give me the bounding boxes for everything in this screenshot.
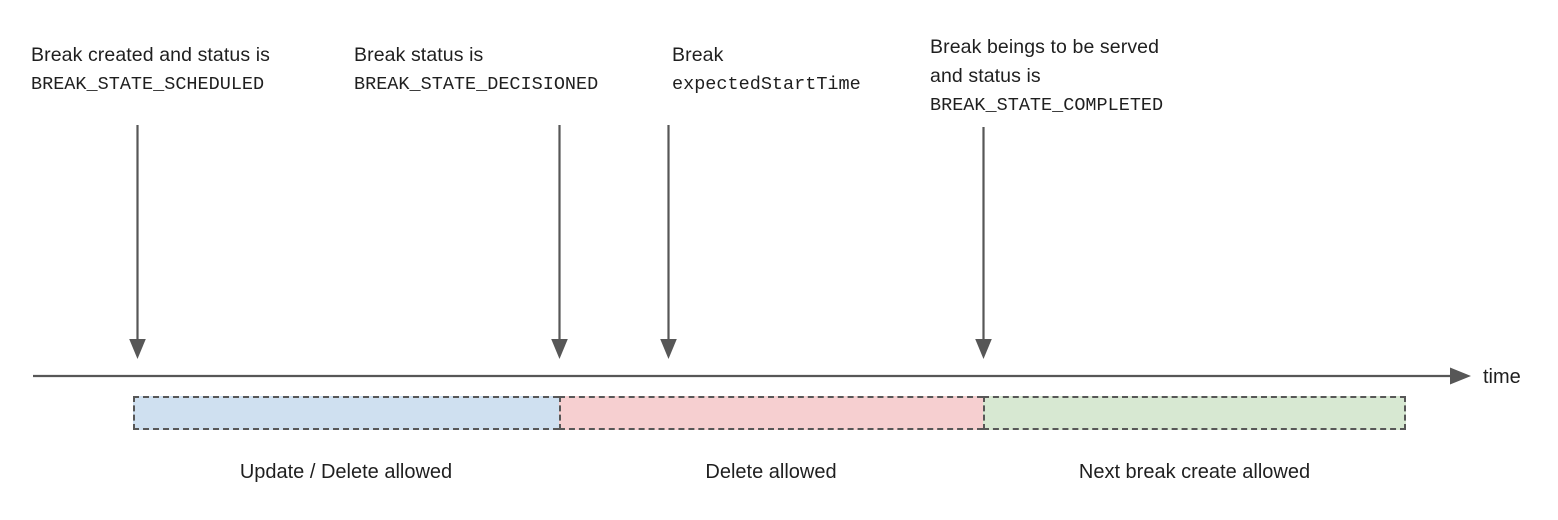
phase-bar-update-delete bbox=[133, 396, 559, 430]
arrow-down-icon-break-decisioned bbox=[551, 125, 568, 359]
arrow-down-icon-break-completed bbox=[975, 127, 992, 359]
event-label-line-1: Break created and status is bbox=[31, 44, 270, 66]
phase-caption-next-break: Next break create allowed bbox=[1078, 461, 1311, 483]
arrow-down-icon-break-expected-start bbox=[660, 125, 677, 359]
event-label-line-1: Break beings to be served bbox=[930, 36, 1160, 58]
event-label-line-2: BREAK_STATE_DECISIONED bbox=[354, 74, 599, 95]
phase-bar-next-break bbox=[983, 396, 1406, 430]
event-label-line-3: BREAK_STATE_COMPLETED bbox=[930, 95, 1164, 116]
phase-caption-update-delete: Update / Delete allowed bbox=[239, 461, 453, 483]
event-label-line-1: Break status is bbox=[354, 44, 484, 66]
time-axis-label: time bbox=[1483, 366, 1521, 388]
phase-caption-delete-only: Delete allowed bbox=[705, 461, 837, 483]
event-label-break-completed: Break beings to be served and status is … bbox=[930, 33, 1163, 120]
event-label-break-expected-start: Break expectedStartTime bbox=[672, 41, 861, 99]
event-label-line-2: expectedStartTime bbox=[672, 74, 861, 95]
phase-bar-delete-only bbox=[559, 396, 983, 430]
event-label-line-1: Break bbox=[672, 44, 724, 66]
event-label-line-2: BREAK_STATE_SCHEDULED bbox=[31, 74, 265, 95]
event-label-break-created: Break created and status is BREAK_STATE_… bbox=[31, 41, 270, 99]
arrow-down-icon-break-created bbox=[129, 125, 146, 359]
event-label-line-2: and status is bbox=[930, 65, 1041, 87]
event-label-break-decisioned: Break status is BREAK_STATE_DECISIONED bbox=[354, 41, 598, 99]
